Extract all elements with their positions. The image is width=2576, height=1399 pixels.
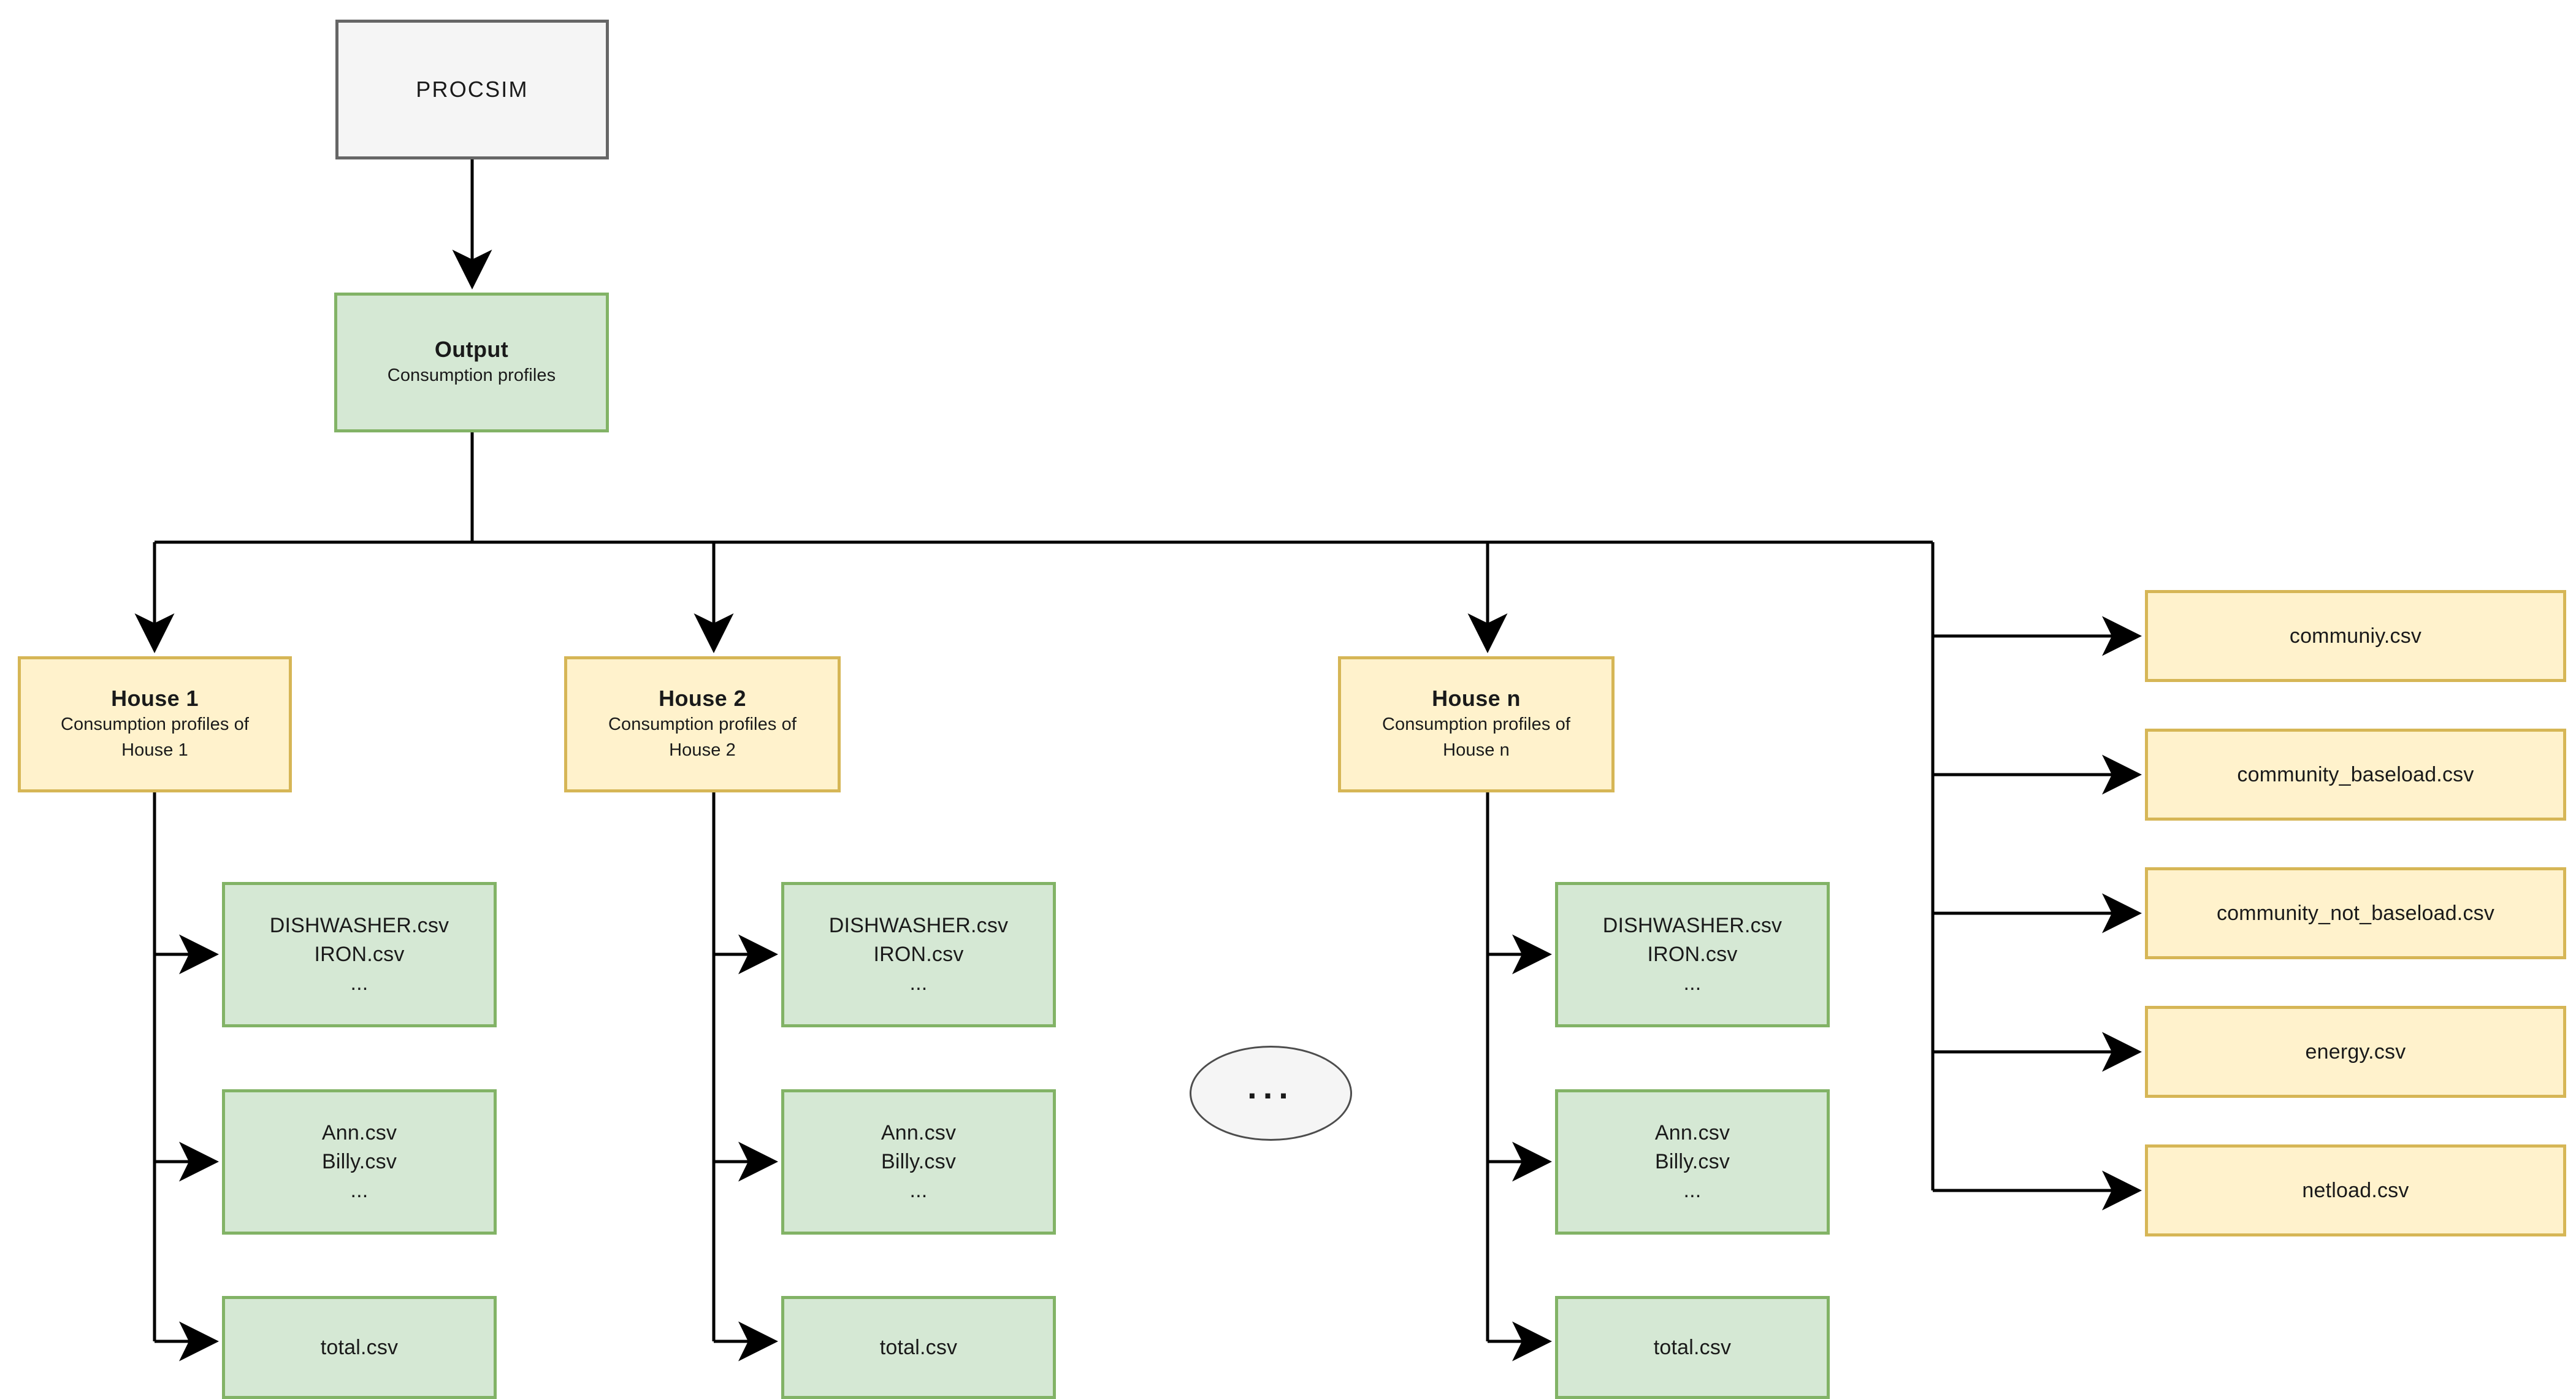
community-file-node-netload[interactable]: netload.csv	[2145, 1144, 2566, 1236]
procsim-node[interactable]: PROCSIM	[335, 20, 609, 159]
house-title-n: House n	[1432, 685, 1521, 711]
house-appliances-list-n: DISHWASHER.csv IRON.csv ...	[1602, 914, 1783, 995]
house-subtitle-2: Consumption profiles of House 2	[608, 715, 797, 761]
house-total-node-1[interactable]: total.csv	[222, 1296, 497, 1399]
community-file-label-community-baseload: community_baseload.csv	[2237, 762, 2474, 786]
house-appliances-node-n[interactable]: DISHWASHER.csv IRON.csv ...	[1555, 882, 1830, 1027]
community-file-label-energy: energy.csv	[2305, 1040, 2406, 1064]
house-total-label-1: total.csv	[320, 1335, 399, 1359]
community-file-node-communiy[interactable]: communiy.csv	[2145, 590, 2566, 682]
house-title-1: House 1	[111, 685, 199, 711]
house-persons-list-1: Ann.csv Billy.csv ...	[321, 1121, 397, 1202]
house-appliances-node-1[interactable]: DISHWASHER.csv IRON.csv ...	[222, 882, 497, 1027]
house-total-label-2: total.csv	[879, 1335, 958, 1359]
house-node-2[interactable]: House 2 Consumption profiles of House 2	[564, 656, 841, 792]
house-total-node-2[interactable]: total.csv	[781, 1296, 1056, 1399]
community-file-label-netload: netload.csv	[2302, 1178, 2409, 1202]
house-persons-list-n: Ann.csv Billy.csv ...	[1654, 1121, 1730, 1202]
output-subtitle: Consumption profiles	[387, 366, 556, 386]
output-title: Output	[434, 336, 509, 362]
house-subtitle-n: Consumption profiles of House n	[1382, 715, 1570, 761]
community-file-node-energy[interactable]: energy.csv	[2145, 1006, 2566, 1098]
house-node-n[interactable]: House n Consumption profiles of House n	[1338, 656, 1615, 792]
output-node[interactable]: Output Consumption profiles	[334, 293, 609, 432]
community-file-node-community-baseload[interactable]: community_baseload.csv	[2145, 729, 2566, 821]
community-file-label-community-not-baseload: community_not_baseload.csv	[2216, 901, 2495, 925]
house-appliances-list-2: DISHWASHER.csv IRON.csv ...	[828, 914, 1009, 995]
house-appliances-node-2[interactable]: DISHWASHER.csv IRON.csv ...	[781, 882, 1056, 1027]
house-total-label-n: total.csv	[1653, 1335, 1732, 1359]
community-file-node-community-not-baseload[interactable]: community_not_baseload.csv	[2145, 867, 2566, 959]
community-file-label-communiy: communiy.csv	[2289, 624, 2422, 648]
house-persons-list-2: Ann.csv Billy.csv ...	[881, 1121, 957, 1202]
house-node-1[interactable]: House 1 Consumption profiles of House 1	[18, 656, 292, 792]
house-continuation-label: ...	[1247, 1067, 1294, 1106]
procsim-label: PROCSIM	[416, 76, 529, 102]
house-title-2: House 2	[659, 685, 746, 711]
house-persons-node-1[interactable]: Ann.csv Billy.csv ...	[222, 1089, 497, 1235]
house-subtitle-1: Consumption profiles of House 1	[61, 715, 249, 761]
house-total-node-n[interactable]: total.csv	[1555, 1296, 1830, 1399]
house-appliances-list-1: DISHWASHER.csv IRON.csv ...	[269, 914, 449, 995]
house-persons-node-n[interactable]: Ann.csv Billy.csv ...	[1555, 1089, 1830, 1235]
house-persons-node-2[interactable]: Ann.csv Billy.csv ...	[781, 1089, 1056, 1235]
house-continuation-ellipsis: ...	[1190, 1046, 1352, 1141]
